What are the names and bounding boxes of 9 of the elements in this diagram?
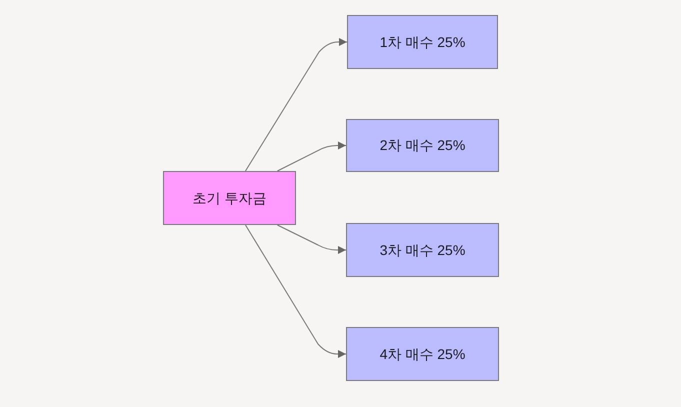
process-box: 1차 매수 25% (347, 15, 498, 69)
process-box: 3차 매수 25% (346, 223, 499, 277)
process-box: 초기 투자금 (163, 171, 296, 225)
process-box: 2차 매수 25% (346, 119, 499, 172)
arrow (276, 224, 346, 254)
arrow (244, 224, 346, 358)
arrow (276, 142, 346, 172)
arrow (244, 38, 348, 172)
process-box: 4차 매수 25% (346, 327, 499, 381)
